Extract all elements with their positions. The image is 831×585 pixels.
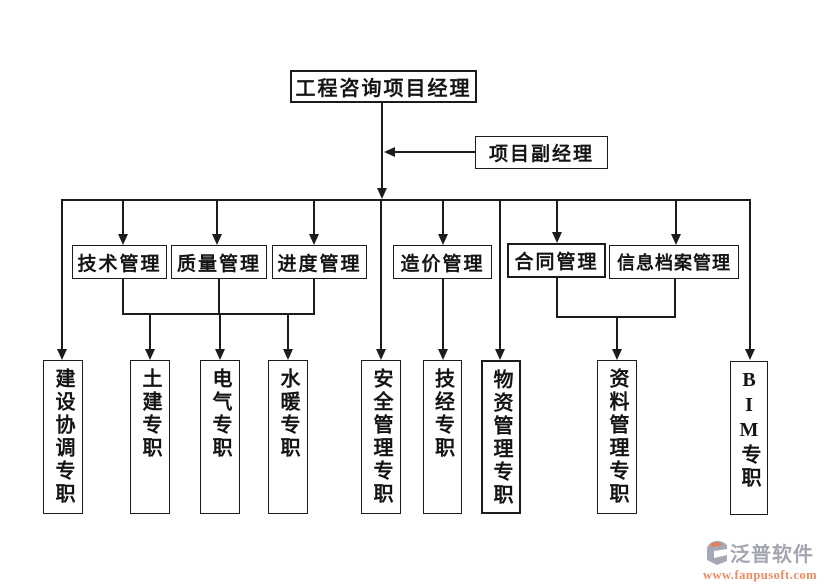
node-safety-management-specialist: 安全管理专职 [361, 360, 401, 514]
node-label: 技经专职 [431, 368, 454, 460]
arrowhead-documentation [612, 349, 622, 360]
connector-main-bus [61, 199, 751, 201]
node-label: 水暖专职 [277, 368, 299, 460]
node-project-manager: 工程咨询项目经理 [290, 70, 477, 103]
connector-drop-plumbing [287, 314, 289, 349]
node-materials-management-specialist: 物资管理专职 [481, 360, 521, 514]
brand-url: www.fanpusoft.com [702, 568, 818, 582]
node-information-archive-management: 信息档案管理 [609, 245, 739, 279]
node-label: BIM专职 [738, 369, 760, 490]
node-deputy-manager: 项目副经理 [475, 136, 608, 169]
connector-stub-contract [556, 278, 558, 318]
node-label: 土建专职 [139, 368, 161, 460]
connector-stub-archive [674, 279, 676, 318]
node-technical-economics-specialist: 技经专职 [423, 360, 462, 514]
node-civil-engineering-specialist: 土建专职 [130, 360, 170, 514]
node-electrical-specialist: 电气专职 [200, 360, 240, 514]
connector-deputy [395, 151, 475, 153]
arrowhead-safety [376, 349, 386, 360]
connector-drop-archive [675, 200, 677, 234]
arrowhead-deputy [384, 147, 395, 157]
arrowhead-plumbing [283, 349, 293, 360]
arrowhead-root-stem [377, 188, 387, 199]
connector-drop-documentation [616, 317, 618, 349]
node-plumbing-heating-specialist: 水暖专职 [268, 360, 308, 514]
node-cost-management: 造价管理 [393, 245, 492, 279]
connector-left-sub-bus [122, 313, 315, 315]
fanpu-watermark: 泛普软件 www.fanpusoft.com [694, 538, 826, 583]
connector-cost-to-techecon [442, 279, 444, 349]
arrowhead-contract [552, 232, 562, 243]
arrowhead-civil [145, 349, 155, 360]
connector-drop-civil [149, 314, 151, 349]
connector-drop-bim [749, 200, 751, 349]
arrowhead-construction-coordination [57, 349, 67, 360]
connector-drop-electrical [219, 314, 221, 349]
connector-drop-materials [499, 200, 501, 349]
arrowhead-materials [495, 349, 505, 360]
node-quality-management: 质量管理 [171, 245, 267, 279]
connector-drop-construction-coordination [61, 200, 63, 349]
connector-drop-safety [380, 201, 382, 349]
node-technical-management: 技术管理 [72, 245, 167, 279]
arrowhead-technical [118, 234, 128, 245]
node-construction-coordination-specialist: 建设协调专职 [43, 360, 83, 514]
arrowhead-cost [438, 234, 448, 245]
fanpu-logo-icon [706, 540, 728, 565]
node-label: 物资管理专职 [490, 369, 512, 507]
node-bim-specialist: BIM专职 [730, 361, 768, 515]
arrowhead-electrical [215, 349, 225, 360]
connector-drop-cost [442, 200, 444, 234]
connector-drop-contract [556, 200, 558, 232]
node-label: 安全管理专职 [370, 368, 392, 506]
arrowhead-techecon [438, 349, 448, 360]
arrowhead-schedule [309, 234, 319, 245]
node-documentation-management-specialist: 资料管理专职 [597, 360, 637, 514]
node-label: 电气专职 [209, 368, 231, 460]
connector-stub-quality [218, 279, 220, 314]
connector-drop-schedule [313, 200, 315, 234]
node-label: 建设协调专职 [52, 368, 74, 506]
node-label: 资料管理专职 [606, 368, 628, 506]
brand-name: 泛普软件 [730, 544, 814, 566]
arrowhead-bim [745, 349, 755, 360]
connector-stub-schedule [313, 279, 315, 314]
connector-root-stem [381, 103, 383, 188]
node-contract-management: 合同管理 [507, 243, 606, 278]
connector-drop-technical [122, 200, 124, 234]
node-schedule-management: 进度管理 [272, 245, 367, 279]
arrowhead-quality [212, 234, 222, 245]
arrowhead-archive [671, 234, 681, 245]
connector-stub-technical [122, 279, 124, 314]
connector-drop-quality [216, 200, 218, 234]
